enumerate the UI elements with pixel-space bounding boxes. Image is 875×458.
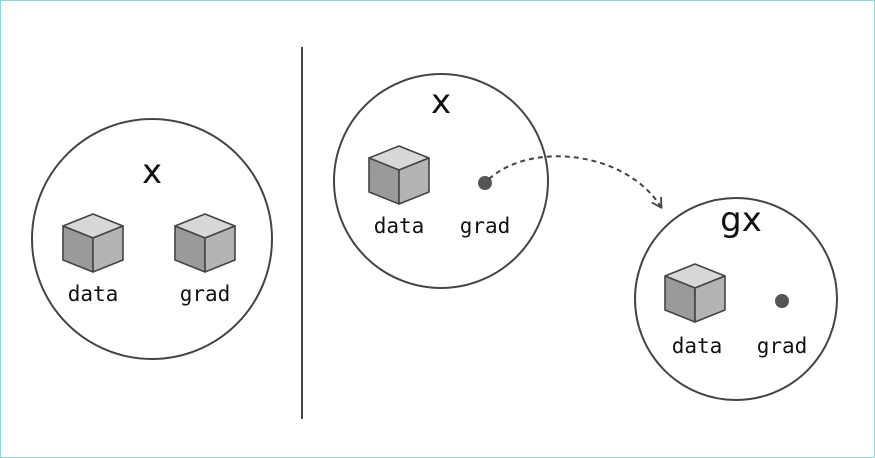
left-variable-x: x data grad: [31, 118, 273, 360]
variable-name: x: [431, 82, 451, 122]
grad-reference-arrow: [488, 155, 663, 209]
variable-circle: [634, 197, 838, 401]
grad-cube-icon: [174, 213, 236, 273]
variable-circle: [31, 118, 273, 360]
right-variable-gx: gx data grad: [634, 197, 838, 401]
data-field-label: data: [374, 214, 425, 238]
variable-name: x: [142, 152, 162, 192]
right-variable-x: x data grad: [333, 73, 549, 289]
data-field-label: data: [672, 334, 723, 358]
grad-field-label: grad: [180, 282, 231, 306]
data-cube-icon: [664, 263, 726, 323]
variable-circle: [333, 73, 549, 289]
data-field-label: data: [68, 282, 119, 306]
grad-field-label: grad: [460, 214, 511, 238]
data-cube-icon: [368, 145, 430, 205]
grad-reference-dot-icon: [478, 176, 492, 190]
variable-name: gx: [720, 200, 762, 240]
grad-field-label: grad: [757, 334, 808, 358]
data-cube-icon: [62, 213, 124, 273]
grad-empty-dot-icon: [775, 294, 789, 308]
